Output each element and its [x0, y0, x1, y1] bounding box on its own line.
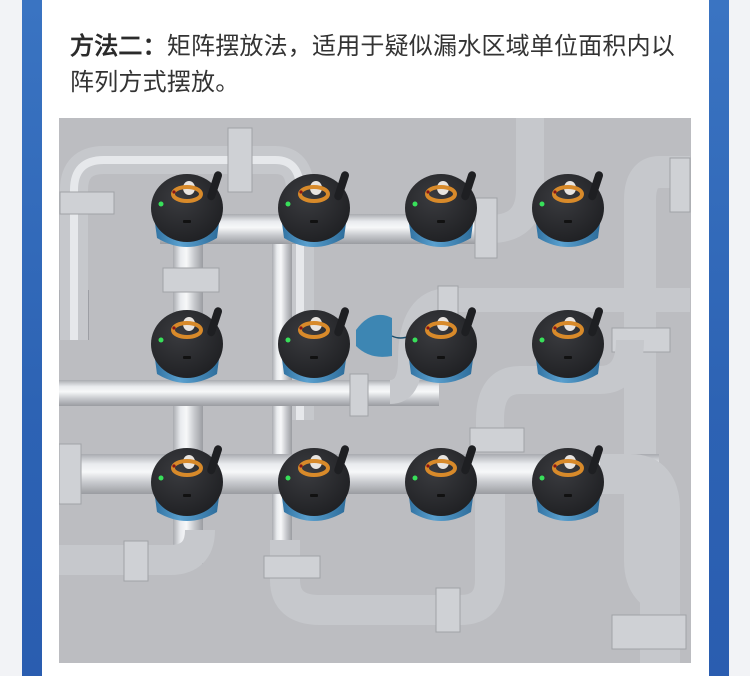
- leak-sensor: [403, 168, 480, 249]
- left-frame-bar: [22, 0, 42, 676]
- illustration-svg: [59, 118, 691, 663]
- leak-sensor: [149, 168, 226, 249]
- method-description: 方法二：矩阵摆放法，适用于疑似漏水区域单位面积内以阵列方式摆放。: [70, 28, 690, 100]
- leak-sensor: [149, 304, 226, 385]
- pipe-sensor-illustration: [59, 118, 691, 663]
- method-text: 矩阵摆放法，适用于疑似漏水区域单位面积内以阵列方式摆放。: [70, 32, 676, 96]
- leak-sensor: [530, 304, 607, 385]
- right-frame-bar: [709, 0, 729, 676]
- method-label: 方法二：: [70, 32, 167, 60]
